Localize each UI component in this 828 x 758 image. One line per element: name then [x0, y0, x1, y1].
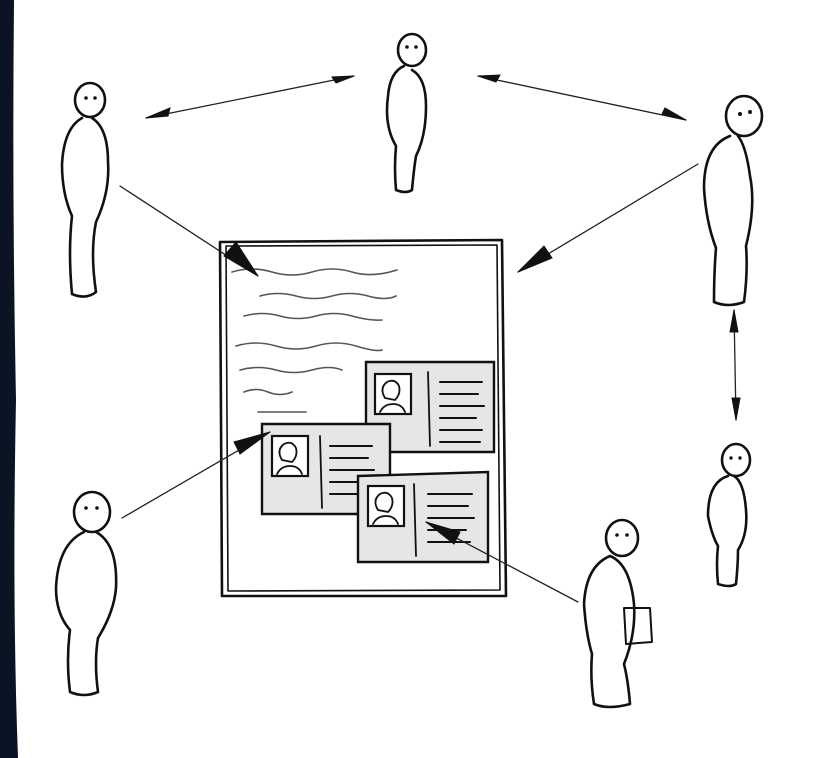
document-board [218, 238, 508, 598]
person-top-center [385, 32, 428, 194]
document-text-lines [231, 268, 398, 413]
person-bottom-right [582, 518, 653, 709]
profile-card-bottom [356, 470, 490, 564]
folder-icon [623, 607, 653, 645]
profile-card-top [364, 360, 496, 454]
person-top-right [702, 94, 764, 307]
person-right-small [706, 442, 752, 588]
person-top-left [60, 81, 110, 298]
person-bottom-left [54, 490, 118, 697]
connection-arrows [119, 74, 741, 603]
